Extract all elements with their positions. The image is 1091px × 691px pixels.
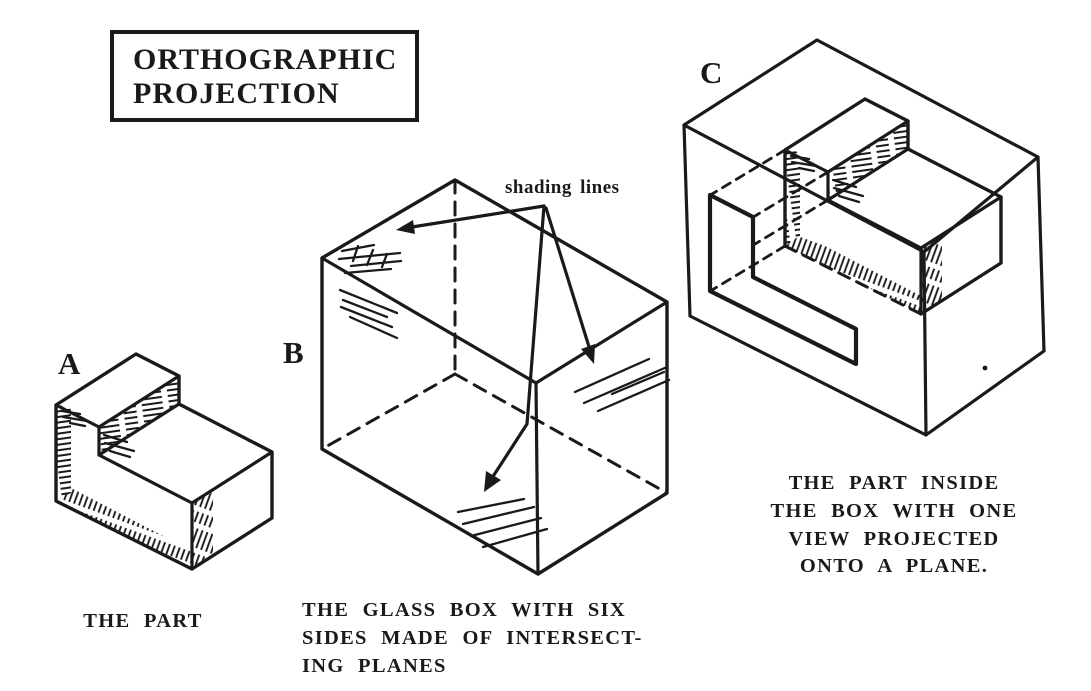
figure-c-caption-line4: ONTO A PLANE.	[800, 555, 988, 577]
shading-cluster-right-face	[573, 357, 671, 413]
arrow-shaft-right	[544, 206, 592, 352]
glass-box-hidden-edges	[320, 178, 669, 495]
glass-box-silhouette	[320, 178, 669, 576]
arrowhead-bottom-face	[484, 471, 501, 492]
arrowhead-right-face	[581, 344, 595, 364]
arrowhead-top-face	[396, 220, 415, 234]
part-c-silhouette	[783, 97, 1003, 316]
figure-b-caption-line1: THE GLASS BOX WITH SIX	[302, 599, 626, 621]
part-c-hidden-bottom-edge	[783, 244, 923, 316]
figure-a-caption: THE PART	[83, 610, 202, 632]
shading-lines-arrows	[396, 204, 595, 492]
shading-cluster-left-face	[338, 288, 399, 340]
title-line1: ORTHOGRAPHIC	[133, 43, 397, 76]
figure-b-caption-line3: ING PLANES	[302, 655, 447, 677]
hatch-lower-right-band-c	[921, 237, 942, 314]
hatch-bottom-band-c	[785, 234, 921, 314]
figure-c-caption-line2: THE BOX WITH ONE	[770, 500, 1017, 522]
arrow-shaft-bottom	[490, 204, 546, 480]
figure-c-caption-line1: THE PART INSIDE	[789, 472, 1000, 494]
figure-b-glass-box-drawing	[320, 178, 671, 576]
figure-a-part-drawing	[54, 352, 274, 571]
shading-lines-annotation: shading lines	[505, 177, 620, 198]
title-border	[110, 30, 419, 122]
ink-speck	[982, 365, 988, 371]
part-inner-edges	[97, 374, 274, 505]
shading-cluster-bottom-face	[456, 497, 549, 549]
hatch-left-band	[56, 405, 71, 501]
glass-box-front-edges	[320, 256, 669, 576]
arrow-shaft-top	[410, 204, 546, 229]
hatch-tall-right-face-c	[828, 121, 908, 200]
hatch-left-band-c	[785, 150, 800, 246]
title-box: ORTHOGRAPHIC PROJECTION	[110, 30, 419, 122]
figure-b-caption: THE GLASS BOX WITH SIX SIDES MADE OF INT…	[302, 599, 643, 677]
figure-c-caption-line3: VIEW PROJECTED	[788, 528, 999, 550]
hatch-bottom-band	[56, 489, 192, 569]
figure-c-caption: THE PART INSIDE THE BOX WITH ONE VIEW PR…	[770, 472, 1017, 577]
figure-b-label: B	[283, 335, 304, 370]
hatch-lower-right-band	[192, 492, 213, 569]
figure-c-projection-drawing	[682, 38, 1046, 437]
figure-c-label: C	[700, 55, 722, 90]
title-line2: PROJECTION	[133, 77, 340, 110]
figure-b-caption-line2: SIDES MADE OF INTERSECT-	[302, 627, 643, 649]
shading-cluster-top-face	[337, 243, 403, 275]
glass-box-c-edges	[682, 38, 1046, 437]
figure-a-label: A	[58, 346, 81, 381]
projected-side-view-outline	[707, 192, 859, 367]
hatch-tall-right-face	[99, 376, 179, 455]
